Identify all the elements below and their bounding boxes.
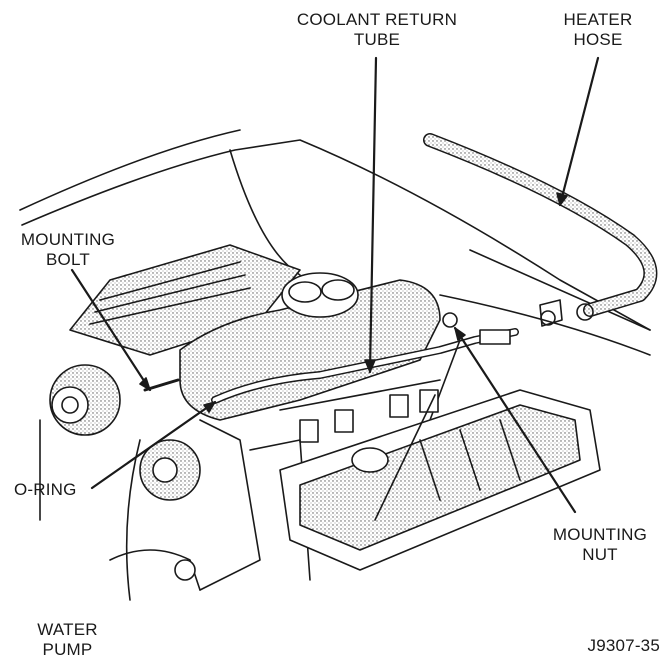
leader-mounting-nut: [453, 326, 577, 514]
right-fender: [469, 249, 651, 331]
mounting-nut: [442, 312, 458, 328]
dipstick: [374, 394, 436, 521]
hose-clamp: [576, 303, 594, 321]
engine-block: [199, 419, 261, 591]
figure-id: J9307-35: [587, 636, 660, 655]
label-water-pump: WATER PUMP: [37, 620, 98, 659]
mounting-bolt: [143, 378, 180, 392]
label-coolant-return-tube: COOLANT RETURN TUBE: [296, 10, 458, 49]
fender-top: [21, 139, 651, 331]
leader-coolant-return-tube: [368, 56, 378, 374]
label-mounting-nut: MOUNTING NUT: [552, 525, 648, 564]
leader-o-ring: [90, 400, 217, 490]
label-heater-hose: HEATER HOSE: [563, 10, 633, 49]
valve-cover: [69, 244, 301, 356]
leader-heater-hose: [558, 56, 600, 207]
fuel-injectors: [279, 379, 441, 443]
leader-mounting-bolt: [70, 268, 152, 392]
label-o-ring: O-RING: [14, 480, 77, 499]
hood-edge: [19, 129, 241, 211]
label-mounting-bolt: MOUNTING BOLT: [20, 230, 116, 269]
